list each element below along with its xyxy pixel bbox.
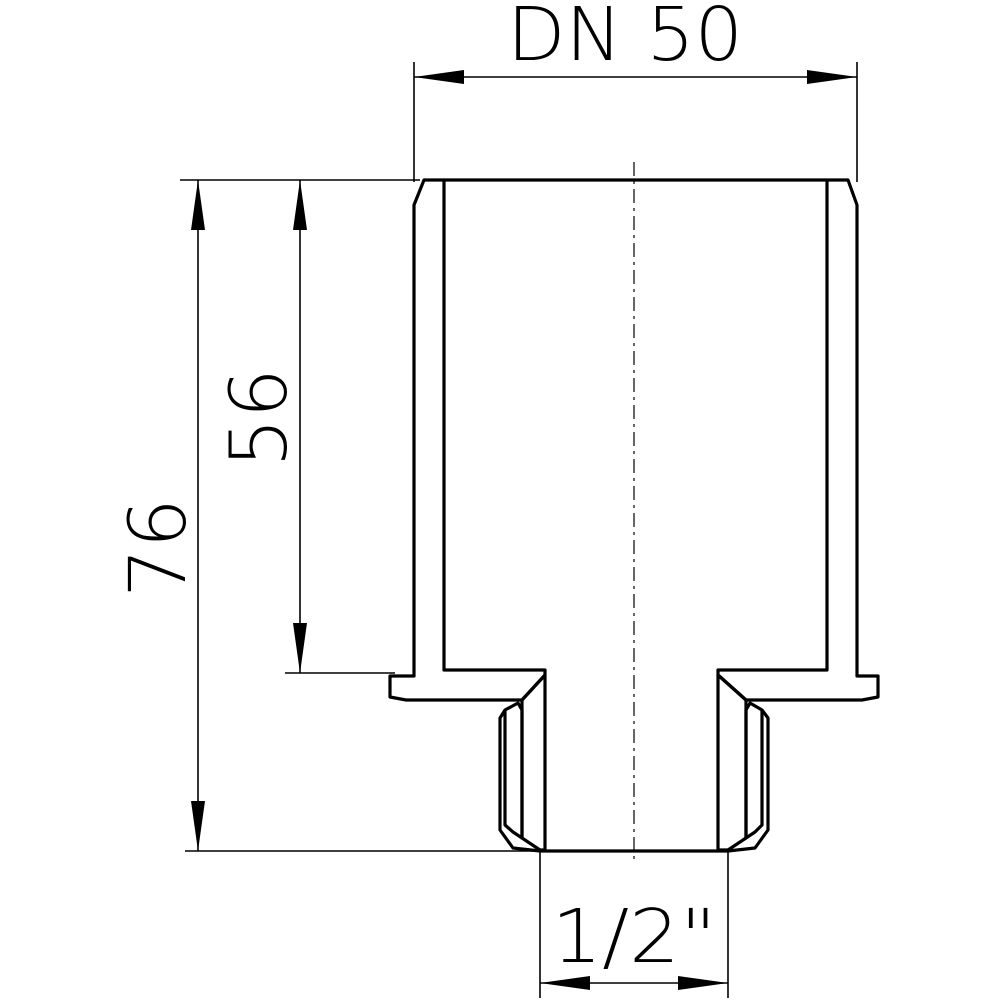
- dimension-overall-height: 76: [114, 179, 540, 852]
- dimension-top-width: DN 50: [413, 0, 858, 182]
- label-top-width: DN 50: [507, 0, 743, 78]
- label-body-height: 56: [215, 368, 305, 467]
- dimension-body-height: 56: [215, 180, 395, 674]
- label-outlet-thread: 1/2": [552, 894, 717, 980]
- right-wall-section: [716, 178, 880, 702]
- left-thread-section: [503, 701, 524, 840]
- part-section: [388, 178, 880, 853]
- left-wall-section: [388, 178, 547, 702]
- dimension-outlet-thread: 1/2": [539, 851, 729, 998]
- right-thread-section: [744, 701, 764, 840]
- nipple-left-section: [520, 673, 547, 852]
- nipple-right-section: [716, 673, 748, 852]
- left-thread-outline: [498, 709, 541, 853]
- label-overall-height: 76: [114, 498, 204, 597]
- right-thread-outline: [727, 709, 770, 853]
